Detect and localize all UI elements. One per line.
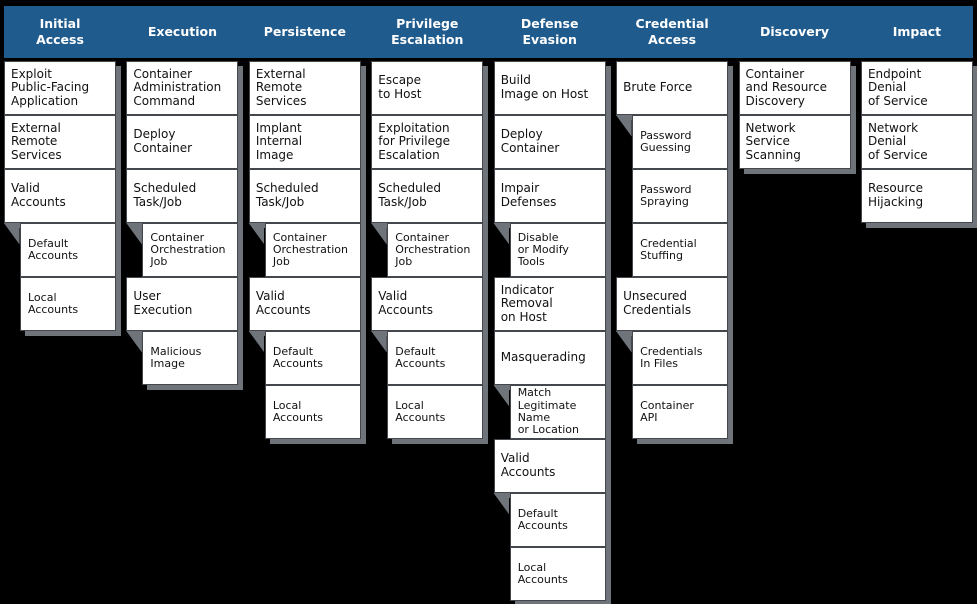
technique-cell-unsecured-credentials[interactable]: Unsecured Credentials bbox=[616, 277, 729, 331]
technique-cell-deploy-container[interactable]: Deploy Container bbox=[126, 115, 239, 169]
subtechnique-cell-container-orchestration-job[interactable]: Container Orchestration Job bbox=[387, 223, 484, 277]
tactic-header-impact[interactable]: Impact bbox=[892, 24, 942, 40]
tactic-header-persistence[interactable]: Persistence bbox=[263, 24, 346, 40]
subtechnique-cell-default-accounts[interactable]: Default Accounts bbox=[387, 331, 484, 385]
tactic-header-execution[interactable]: Execution bbox=[147, 24, 217, 40]
subtechnique-cell-local-accounts[interactable]: Local Accounts bbox=[264, 385, 361, 439]
technique-cell-endpoint-denial-of-service[interactable]: Endpoint Denial of Service bbox=[860, 61, 973, 115]
technique-cell-valid-accounts[interactable]: Valid Accounts bbox=[248, 277, 361, 331]
technique-cell-masquerading[interactable]: Masquerading bbox=[493, 331, 606, 385]
technique-cell-brute-force[interactable]: Brute Force bbox=[616, 61, 729, 115]
tactic-header-initial-access[interactable]: Initial Access bbox=[36, 16, 84, 47]
technique-cell-scheduled-task-job[interactable]: Scheduled Task/Job bbox=[126, 169, 239, 223]
technique-cell-valid-accounts[interactable]: Valid Accounts bbox=[371, 277, 484, 331]
technique-cell-indicator-removal-on-host[interactable]: Indicator Removal on Host bbox=[493, 277, 606, 331]
subtechnique-cell-disable-or-modify-tools[interactable]: Disable or Modify Tools bbox=[509, 223, 606, 277]
subtechnique-cell-default-accounts[interactable]: Default Accounts bbox=[264, 331, 361, 385]
tactics-header-bar: Initial Access Execution Persistence Privil… bbox=[4, 6, 973, 58]
subtechnique-cell-local-accounts[interactable]: Local Accounts bbox=[20, 277, 116, 331]
technique-cell-implant-internal-image[interactable]: Implant Internal Image bbox=[248, 115, 361, 169]
technique-cell-network-service-scanning[interactable]: Network Service Scanning bbox=[738, 115, 851, 169]
technique-cell-network-denial-of-service[interactable]: Network Denial of Service bbox=[860, 115, 973, 169]
technique-cell-user-execution[interactable]: User Execution bbox=[126, 277, 239, 331]
tactic-header-defense-evasion[interactable]: Defense Evasion bbox=[520, 16, 579, 47]
technique-cell-external-remote-services[interactable]: External Remote Services bbox=[4, 115, 116, 169]
technique-cell-external-remote-services[interactable]: External Remote Services bbox=[248, 61, 361, 115]
subtechnique-cell-default-accounts[interactable]: Default Accounts bbox=[509, 493, 606, 547]
technique-cell-scheduled-task-job[interactable]: Scheduled Task/Job bbox=[248, 169, 361, 223]
technique-cell-scheduled-task-job[interactable]: Scheduled Task/Job bbox=[371, 169, 484, 223]
subtechnique-cell-malicious-image[interactable]: Malicious Image bbox=[142, 331, 239, 385]
technique-cell-impair-defenses[interactable]: Impair Defenses bbox=[493, 169, 606, 223]
tactic-header-credential-access[interactable]: Credential Access bbox=[635, 16, 709, 47]
tactic-header-discovery[interactable]: Discovery bbox=[760, 24, 830, 40]
technique-cell-container-and-resource-discovery[interactable]: Container and Resource Discovery bbox=[738, 61, 851, 115]
technique-cell-container-administration-command[interactable]: Container Administration Command bbox=[126, 61, 239, 115]
subtechnique-cell-local-accounts[interactable]: Local Accounts bbox=[387, 385, 484, 439]
technique-cell-exploitation-for-privilege-escalation[interactable]: Exploitation for Privilege Escalation bbox=[371, 115, 484, 169]
technique-cell-valid-accounts[interactable]: Valid Accounts bbox=[493, 439, 606, 493]
subtechnique-cell-default-accounts[interactable]: Default Accounts bbox=[20, 223, 116, 277]
subtechnique-cell-local-accounts[interactable]: Local Accounts bbox=[509, 547, 606, 601]
subtechnique-cell-container-api[interactable]: Container API bbox=[632, 385, 729, 439]
subtechnique-cell-password-guessing[interactable]: Password Guessing bbox=[632, 115, 729, 169]
subtechnique-cell-container-orchestration-job[interactable]: Container Orchestration Job bbox=[142, 223, 239, 277]
technique-cell-escape-to-host[interactable]: Escape to Host bbox=[371, 61, 484, 115]
technique-cell-resource-hijacking[interactable]: Resource Hijacking bbox=[860, 169, 973, 223]
tactic-header-privilege-escalation[interactable]: Privilege Escalation bbox=[391, 16, 464, 47]
technique-cell-exploit-public-facing-application[interactable]: Exploit Public-Facing Application bbox=[4, 61, 116, 115]
subtechnique-cell-match-legitimate-name-or-location[interactable]: Match Legitimate Name or Location bbox=[509, 385, 606, 439]
subtechnique-cell-password-spraying[interactable]: Password Spraying bbox=[632, 169, 729, 223]
technique-cell-build-image-on-host[interactable]: Build Image on Host bbox=[493, 61, 606, 115]
subtechnique-cell-credentials-in-files[interactable]: Credentials In Files bbox=[632, 331, 729, 385]
subtechnique-cell-credential-stuffing[interactable]: Credential Stuffing bbox=[632, 223, 729, 277]
subtechnique-cell-container-orchestration-job[interactable]: Container Orchestration Job bbox=[264, 223, 361, 277]
technique-cell-deploy-container[interactable]: Deploy Container bbox=[493, 115, 606, 169]
technique-cell-valid-accounts[interactable]: Valid Accounts bbox=[4, 169, 116, 223]
